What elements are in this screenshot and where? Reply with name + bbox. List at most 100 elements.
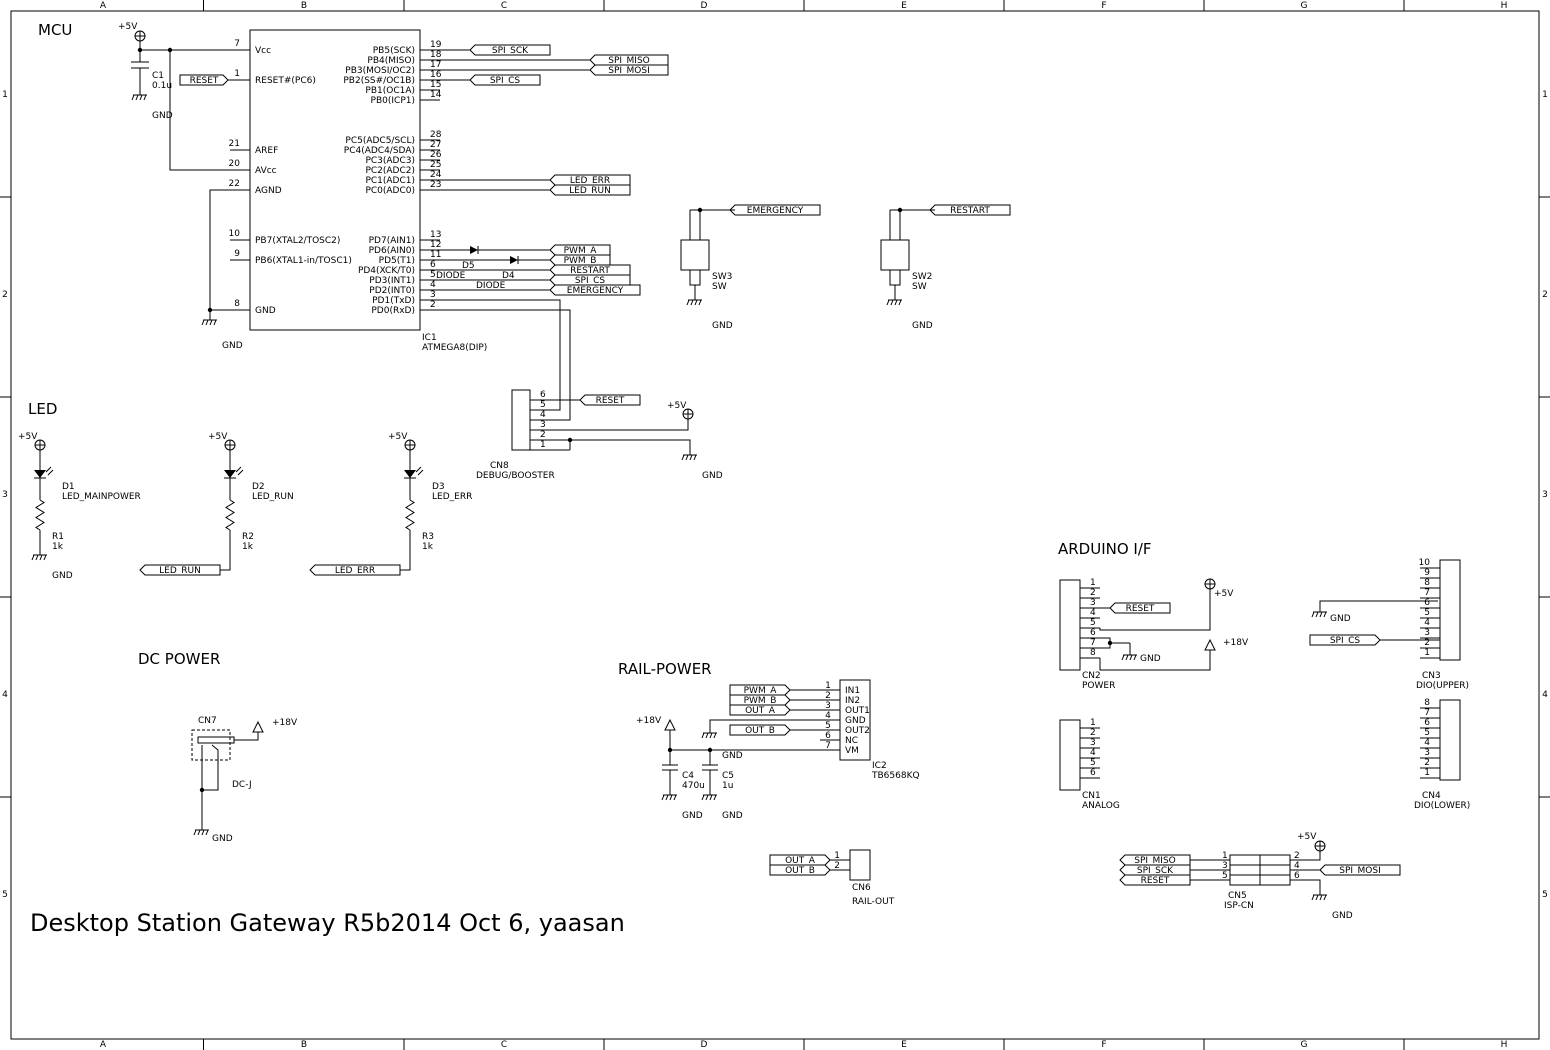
ic1-pin-name: Vcc [255, 46, 271, 56]
cn8-pin-number: 2 [540, 430, 546, 440]
gnd-label: GND [222, 341, 243, 351]
ic2-pin-number: 5 [825, 721, 831, 731]
out-b-flag [769, 864, 831, 876]
cn2-pin-number: 8 [1090, 648, 1096, 658]
cn4-value: DIO(LOWER) [1414, 801, 1470, 811]
cn4-pin-number: 2 [1424, 758, 1430, 768]
frame-col-top: D [701, 1, 708, 11]
ground-hatch [665, 794, 669, 801]
ic1-pin-number: 11 [430, 250, 441, 260]
c1-value: 0.1u [152, 81, 172, 91]
emergency-flag-text: EMERGENCY [567, 286, 624, 296]
led-err-flag [549, 174, 631, 186]
pwm-b-flag [729, 694, 791, 706]
ground-hatch [1121, 654, 1125, 661]
frame-col-top: G [1301, 1, 1308, 11]
resistor-value: 1k [242, 542, 254, 552]
ic1-pin-name: PD4(XCK/T0) [358, 266, 415, 276]
ground-hatch [209, 319, 213, 326]
ground-hatch [694, 299, 698, 306]
restart-flag [929, 204, 1011, 216]
cn2-pin-number: 7 [1090, 638, 1096, 648]
frame-row-right: 2 [1542, 290, 1548, 300]
ground-hatch [205, 829, 209, 836]
led-d2-icon [224, 470, 236, 478]
cn6-pin-number: 1 [834, 851, 840, 861]
section-title-arduino: ARDUINO I/F [1058, 540, 1152, 558]
wire [699, 209, 735, 240]
ic1-pin-number: 12 [430, 240, 441, 250]
ic1-pin-number: 16 [430, 70, 442, 80]
cn1-pin-number: 3 [1090, 738, 1096, 748]
cn4-body [1439, 699, 1461, 781]
frame-row-right: 3 [1542, 490, 1548, 500]
ic2-pin-name: IN1 [845, 686, 860, 696]
cn3-body [1439, 559, 1461, 661]
ground-hatch [1125, 654, 1129, 661]
junction-dot [697, 207, 703, 213]
ic1-pin-name: PD1(TxD) [372, 296, 415, 306]
spi-miso-flag-text: SPI_MISO [608, 56, 650, 66]
pwm-b-flag-text: PWM_B [564, 256, 597, 266]
cn2-body [1059, 579, 1081, 671]
ic1-pin-name: PD0(RxD) [371, 306, 415, 316]
cn3-pin-number: 1 [1424, 648, 1430, 658]
sw2-ref: SW2 [912, 272, 932, 282]
frame-row-right: 4 [1542, 690, 1548, 700]
section-title-mcu: MCU [38, 21, 72, 39]
cn2-pin-number: 1 [1090, 578, 1096, 588]
cn3-pin-number: 7 [1424, 588, 1430, 598]
ic1-pin-name: PD6(AIN0) [369, 246, 415, 256]
power-18v-symbol [1204, 638, 1216, 651]
resistor-r2 [225, 499, 235, 531]
ic1-pin-name: PB6(XTAL1-in/TOSC1) [255, 256, 352, 266]
emergency-flag-text: EMERGENCY [747, 206, 804, 216]
led-err-flag-text: LED_ERR [570, 176, 610, 186]
cn1-pin-number: 6 [1090, 768, 1096, 778]
diode-d5 [470, 246, 478, 254]
ic1-pin-number: 18 [430, 50, 442, 60]
cn3-pin-number: 6 [1424, 598, 1430, 608]
ground-hatch [709, 732, 713, 739]
cn7-ref: CN7 [198, 716, 217, 726]
ic1-pin-name: PB2(SS#/OC1B) [343, 76, 415, 86]
junction-dot [897, 207, 903, 213]
ground-hatch [139, 94, 143, 101]
frame-col-bottom: D [701, 1040, 708, 1050]
ground-hatch [890, 299, 894, 306]
ic1-pin-name: PD7(AIN1) [369, 236, 415, 246]
ic2-pin-name: VM [845, 746, 859, 756]
ground-hatch [1315, 611, 1319, 618]
ic1-pin-name: AGND [255, 186, 282, 196]
ic1-pin-number: 28 [430, 130, 442, 140]
pwm-b-flag-text: PWM_B [744, 696, 777, 706]
junction-dot [199, 787, 205, 793]
ground-hatch [205, 319, 209, 326]
cn1-body [1059, 719, 1081, 791]
reset-flag-text: RESET [190, 76, 219, 86]
cn8-pin-number: 6 [540, 390, 546, 400]
ground-hatch [669, 794, 673, 801]
spi-mosi-flag [1319, 864, 1401, 876]
led-d3-icon [404, 470, 416, 478]
emergency-flag [549, 284, 641, 296]
frame-col-top: B [301, 1, 307, 11]
led-run-flag [549, 184, 631, 196]
ic1-pin-number: 9 [234, 249, 240, 259]
spi-mosi-flag-text: SPI_MOSI [608, 66, 650, 76]
ic1-pin-name: PC1(ADC1) [365, 176, 415, 186]
section-title-led: LED [28, 400, 57, 418]
ic1-pin-name: PC0(ADC0) [365, 186, 415, 196]
resistor-ref: R2 [242, 532, 254, 542]
wire [550, 439, 691, 455]
cn7-body [191, 729, 231, 761]
cn4-ref: CN4 [1422, 791, 1441, 801]
frame-col-bottom: A [100, 1040, 107, 1050]
led-arrow [45, 466, 52, 473]
ground-hatch [1319, 894, 1323, 901]
gnd-label: GND [1330, 614, 1351, 624]
wire [202, 744, 219, 791]
ground-hatch [131, 94, 135, 101]
power-5v-label: +5V [388, 432, 408, 442]
